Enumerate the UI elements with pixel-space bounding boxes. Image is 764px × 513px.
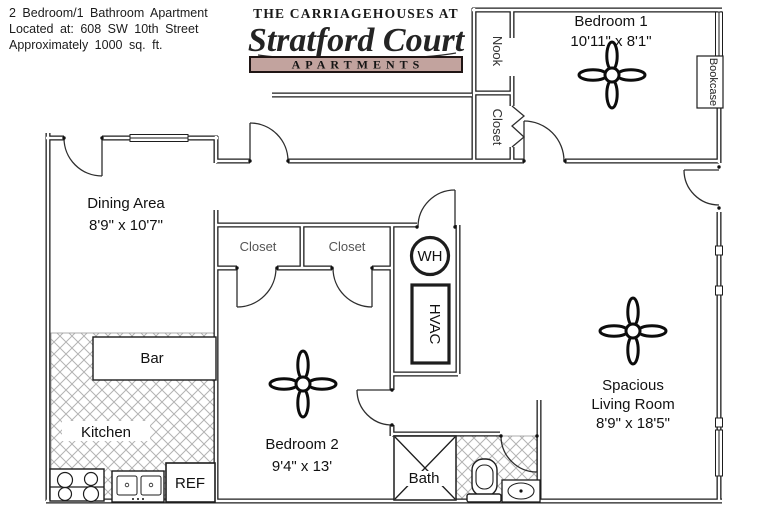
water-heater: WH xyxy=(409,235,451,277)
closet-left-label: Closet xyxy=(240,239,277,254)
kitchen-label: Kitchen xyxy=(81,424,131,441)
info-line-2: Located at: 608 SW 10th Street xyxy=(9,22,199,36)
closet-right-label: Closet xyxy=(329,239,366,254)
stove xyxy=(49,468,105,503)
hvac-label: HVAC xyxy=(426,304,443,345)
closet-hall-label: Closet xyxy=(490,109,505,146)
hvac-unit: HVAC xyxy=(410,283,451,365)
door-hinge-dots xyxy=(62,136,721,438)
dining-dims: 8'9" x 10'7" xyxy=(89,217,163,234)
window-bedroom1 xyxy=(715,11,723,57)
bedroom1-labels: Bedroom 1 10'11" x 8'1" xyxy=(570,13,651,50)
living-line2: Living Room xyxy=(591,396,674,413)
logo-name: Stratford Court xyxy=(248,22,466,59)
bar-label: Bar xyxy=(140,350,163,367)
water-heater-label: WH xyxy=(418,248,443,265)
bedroom2-name: Bedroom 2 xyxy=(265,436,338,453)
bedroom1-dims: 10'11" x 8'1" xyxy=(570,33,651,50)
dining-door xyxy=(63,137,103,177)
bar-counter: Bar xyxy=(92,336,217,381)
dining-labels: Dining Area 8'9" x 10'7" xyxy=(87,195,165,234)
bedroom1-door xyxy=(523,120,565,162)
bedroom2-dims: 9'4" x 13' xyxy=(272,458,332,475)
logo-banner xyxy=(249,56,463,73)
bookcase-label: Bookcase xyxy=(707,58,719,106)
kitchen-sink xyxy=(111,470,165,503)
living-room-labels: Spacious Living Room 8'9" x 18'5" xyxy=(591,377,674,432)
patio-door xyxy=(683,169,720,206)
bedroom2-door xyxy=(356,389,393,426)
bath-door xyxy=(500,435,538,473)
bookcase: Bookcase xyxy=(696,55,724,109)
closet-bifold-door xyxy=(511,105,526,148)
window-living-room-wall xyxy=(715,245,723,477)
ceiling-fan-bedroom1 xyxy=(577,40,647,110)
closet-door-left xyxy=(236,267,277,308)
apartment-info: 2 Bedroom/1 Bathroom Apartment Located a… xyxy=(9,6,208,52)
window-dining xyxy=(129,134,189,142)
toilet xyxy=(466,458,502,503)
bathroom-sink xyxy=(501,479,541,503)
bedroom2-labels: Bedroom 2 9'4" x 13' xyxy=(265,436,338,475)
living-line1: Spacious xyxy=(602,377,664,394)
info-line-3: Approximately 1000 sq. ft. xyxy=(9,38,163,52)
refrigerator: REF xyxy=(165,462,216,503)
bath-label: Bath xyxy=(409,470,440,487)
logo-banner-text: APARTMENTS xyxy=(292,58,425,72)
wh-closet-door xyxy=(417,189,456,228)
entry-door xyxy=(249,122,289,162)
bathtub: Bath xyxy=(393,435,457,501)
stratford-court-logo: THE CARRIAGEHOUSES AT Stratford Court AP… xyxy=(248,6,466,73)
living-dims: 8'9" x 18'5" xyxy=(596,415,670,432)
ceiling-fan-bedroom2 xyxy=(268,349,338,419)
ceiling-fan-living-room xyxy=(598,296,668,366)
nook-label: Nook xyxy=(490,36,505,67)
refrigerator-label: REF xyxy=(175,475,205,492)
logo-tagline: THE CARRIAGEHOUSES AT xyxy=(253,6,459,21)
info-line-1: 2 Bedroom/1 Bathroom Apartment xyxy=(9,6,208,20)
kitchen-label-box: Kitchen xyxy=(62,421,150,441)
closet-door-right xyxy=(332,267,373,308)
bedroom1-name: Bedroom 1 xyxy=(574,13,647,30)
dining-name: Dining Area xyxy=(87,195,165,212)
